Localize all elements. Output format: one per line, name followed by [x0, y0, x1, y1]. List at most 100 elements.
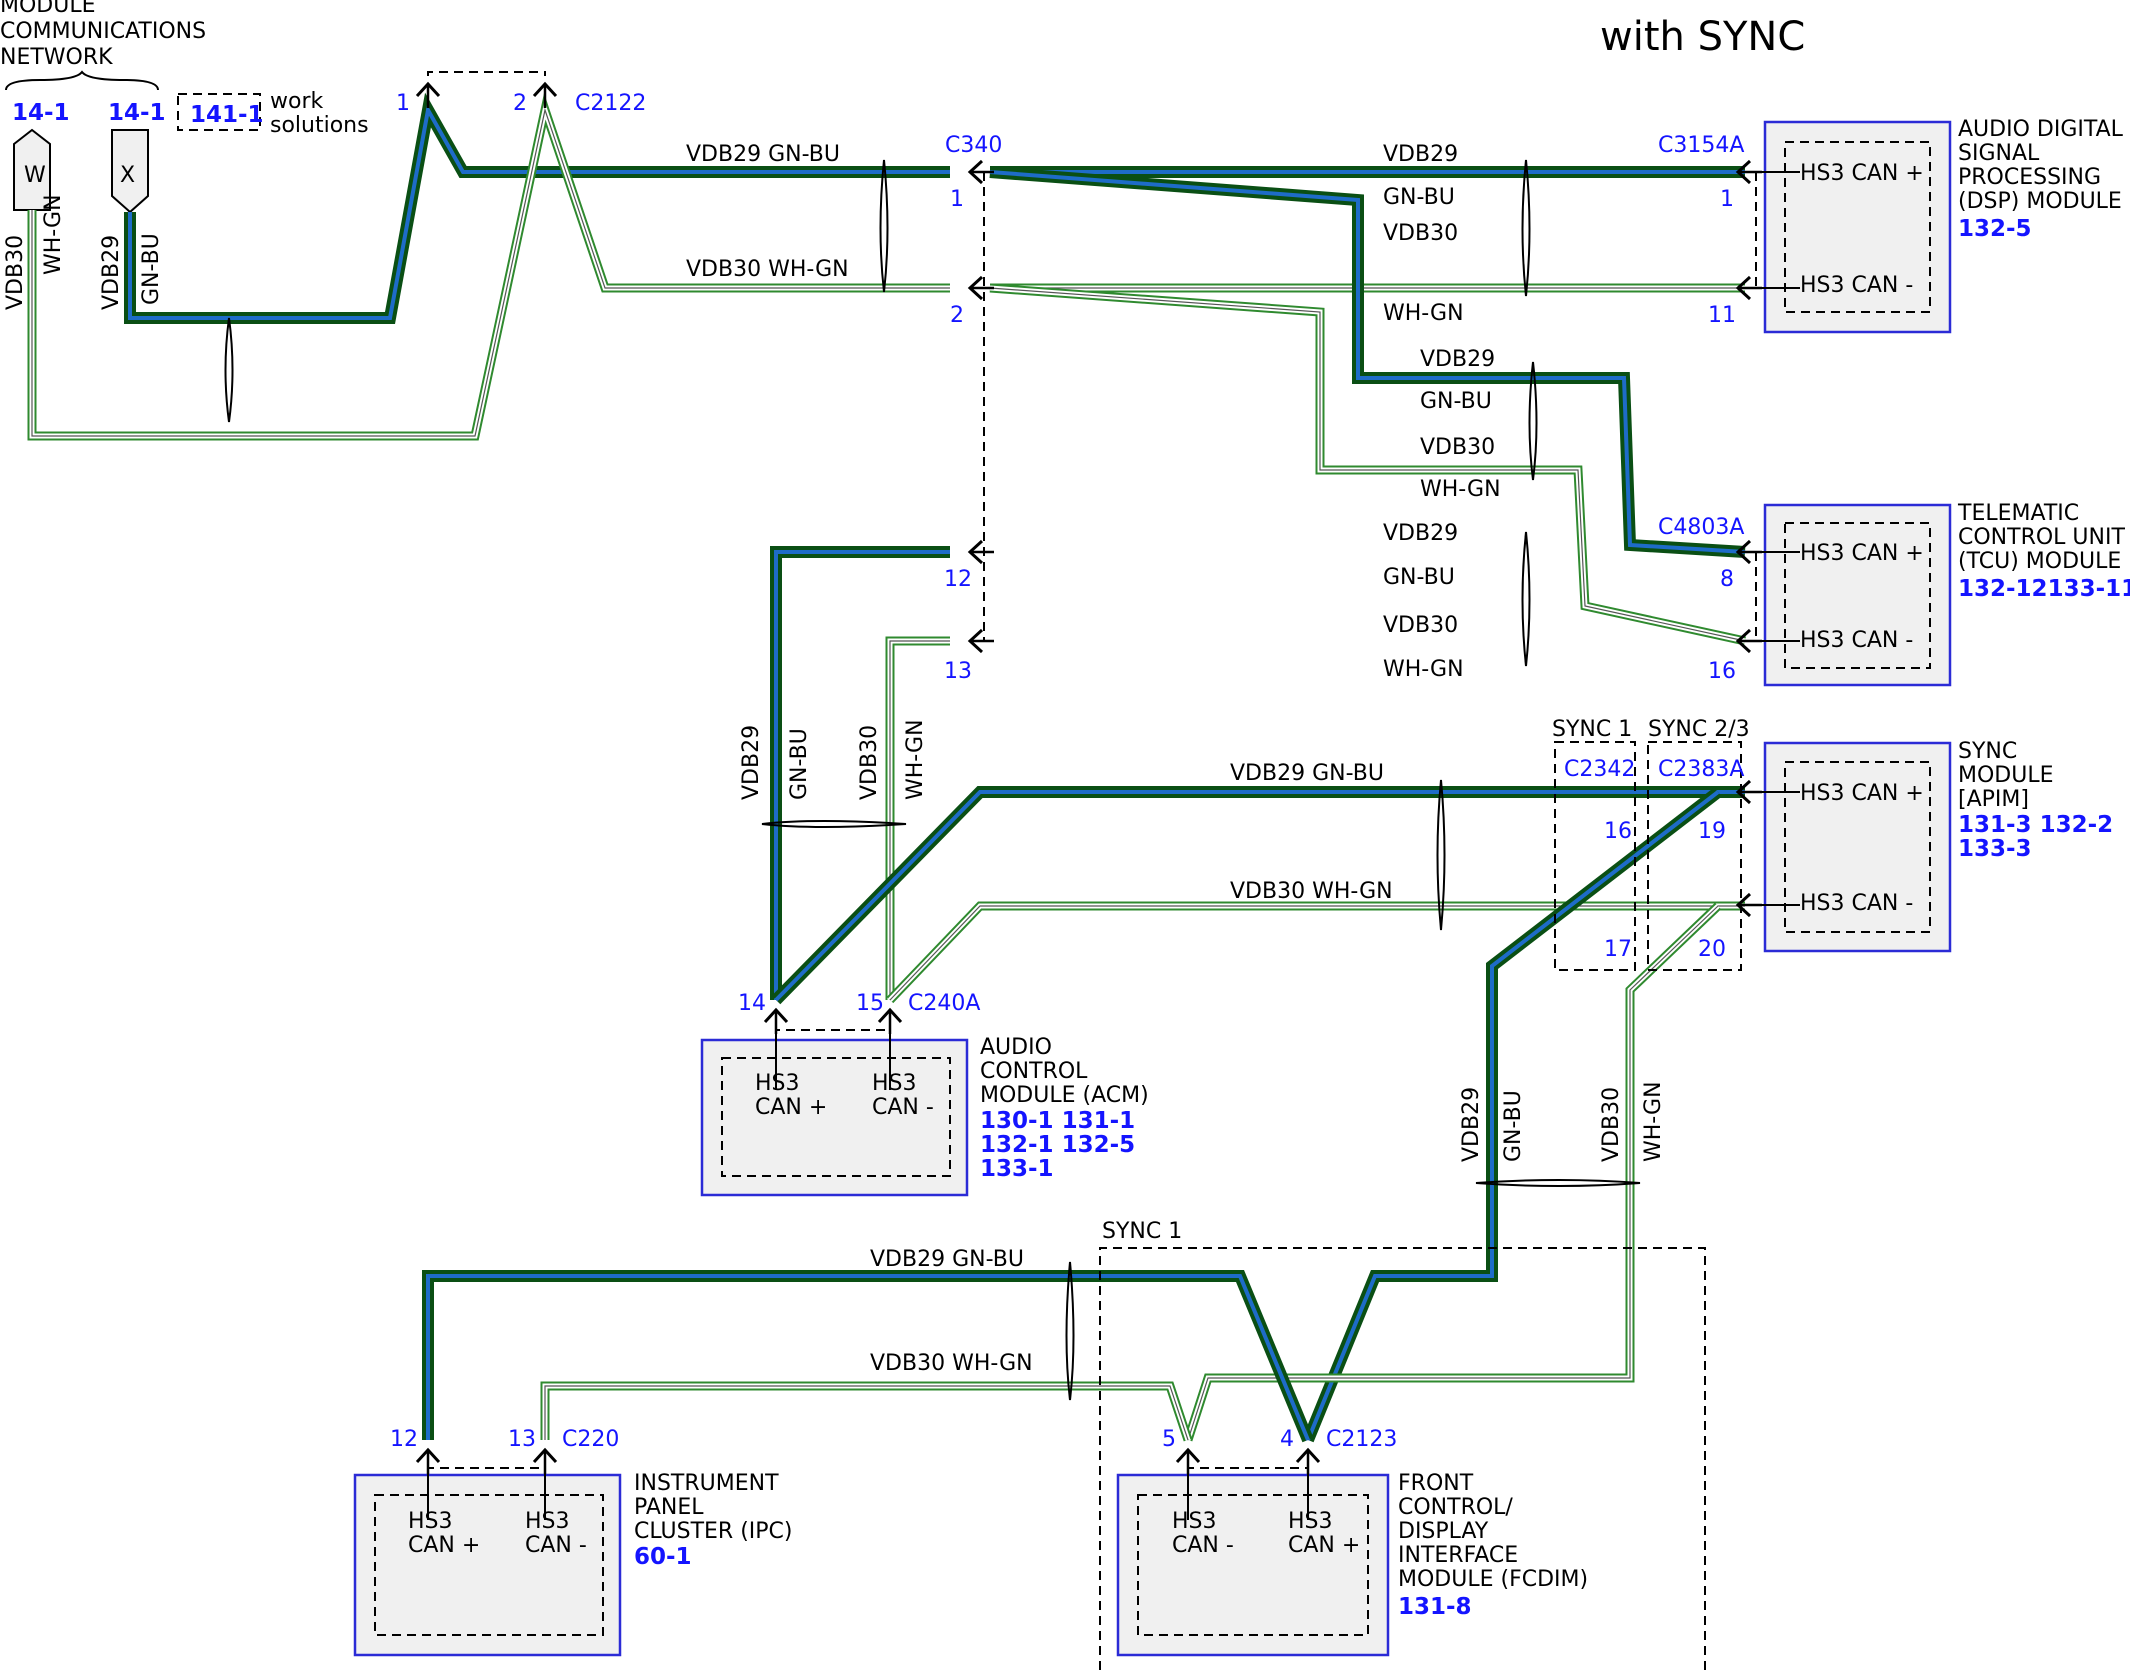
arrow-c340-12 — [967, 539, 994, 565]
wire-label-tcu-vdb29: VDB29 — [1383, 521, 1458, 546]
c4803a-pin-16: 16 — [1708, 659, 1736, 684]
wire-label-fcdim-vdb30: VDB30 — [1599, 1087, 1624, 1162]
ipc-box[interactable] — [353, 1473, 622, 1657]
c220-label[interactable]: C220 — [562, 1427, 619, 1452]
dsp-name-2: SIGNAL — [1958, 141, 2040, 166]
c2383a-label[interactable]: C2383A — [1658, 757, 1744, 782]
wire-labels: VDB29 GN-BU VDB30 WH-GN VDB29 GN-BU VDB3… — [686, 142, 1666, 1376]
wire-label-dsp-gnbu: GN-BU — [1383, 185, 1455, 210]
wire-c340-tcu-gnbu — [989, 166, 1746, 558]
sync1-top-label: SYNC 1 — [1552, 717, 1632, 742]
wire-label-fcdim-vdb29: VDB29 — [1459, 1087, 1484, 1162]
wire-acm-sync-gnbu — [771, 786, 1745, 1005]
dsp-inner-box — [1784, 141, 1931, 313]
connector-labels: C2122 1 2 C340 1 2 12 13 C3154A 1 11 C48… — [390, 91, 1750, 1452]
fcdim-box[interactable] — [1116, 1473, 1390, 1657]
acm-pin-minus-2: CAN - — [872, 1095, 934, 1120]
c2342-pin-16: 16 — [1604, 819, 1632, 844]
fcdim-name-5: MODULE (FCDIM) — [1398, 1567, 1588, 1592]
wire-label-acm-whgn: WH-GN — [903, 719, 928, 800]
wire-splice-w-whgn — [27, 93, 950, 441]
ipc-inner-box — [374, 1494, 604, 1636]
arrow-c2383a-20 — [1735, 892, 1762, 918]
work-solutions-ref[interactable]: 141-1 — [190, 102, 264, 128]
acm-box[interactable] — [700, 1038, 969, 1197]
tcu-box[interactable] — [1763, 503, 1952, 687]
module-fcdim[interactable]: HS3 CAN - HS3 CAN + FRONT CONTROL/ DISPL… — [1116, 1471, 1588, 1657]
c4803a-label[interactable]: C4803A — [1658, 515, 1744, 540]
c220-boundary — [427, 1450, 546, 1469]
acm-ref-1[interactable]: 130-1 131-1 — [980, 1108, 1135, 1134]
wire-label-sync-vdb30: VDB30 WH-GN — [1230, 879, 1393, 904]
wire-label-feed-vdb30: VDB30 — [1420, 435, 1495, 460]
c340-pin-1: 1 — [950, 187, 964, 212]
arrow-c3154a-1 — [1735, 159, 1762, 185]
acm-pin-minus-1: HS3 — [872, 1071, 917, 1096]
sync-inner-box — [1784, 761, 1931, 933]
arrow-c2122-1 — [415, 81, 441, 108]
network-ref-b[interactable]: 14-1 — [108, 100, 166, 126]
sync-name-3: [APIM] — [1958, 787, 2029, 812]
c2122-label[interactable]: C2122 — [575, 91, 646, 116]
wire-fcdim-ipc-gnbu — [422, 1270, 1314, 1443]
dsp-pin-plus: HS3 CAN + — [1800, 161, 1924, 186]
network-ref-a[interactable]: 14-1 — [12, 100, 70, 126]
dsp-box[interactable] — [1763, 120, 1952, 334]
arrow-c340-1 — [967, 159, 994, 185]
c3154a-label[interactable]: C3154A — [1658, 133, 1744, 158]
c2342-pin-17: 17 — [1604, 937, 1632, 962]
dsp-ref-1[interactable]: 132-5 — [1958, 216, 2032, 242]
acm-name-1: AUDIO — [980, 1035, 1052, 1060]
c2122-pin-2: 2 — [513, 91, 527, 116]
arrow-c2383a-19 — [1735, 779, 1762, 805]
c220-pin-12: 12 — [390, 1427, 418, 1452]
network-label-line-2: COMMUNICATIONS — [0, 19, 206, 44]
splice-x-shape — [111, 129, 149, 214]
twist-sync — [1436, 779, 1446, 931]
c2123-label[interactable]: C2123 — [1326, 1427, 1397, 1452]
arrow-c4803a-8 — [1735, 539, 1762, 565]
c240a-label[interactable]: C240A — [908, 991, 980, 1016]
wire-c340-acm-gnbu — [770, 546, 950, 1000]
twist-splice — [224, 317, 234, 423]
splice-w-label: W — [24, 163, 46, 188]
wire-label-c340-vdb30: VDB30 WH-GN — [686, 257, 849, 282]
sync-box[interactable] — [1763, 741, 1952, 953]
sync-ref-1[interactable]: 131-3 132-2 — [1958, 812, 2113, 838]
fcdim-ref-1[interactable]: 131-8 — [1398, 1594, 1472, 1620]
fcdim-pin-plus-1: HS3 — [1288, 1509, 1333, 1534]
arrow-c240a-15 — [877, 1007, 903, 1034]
ipc-name-3: CLUSTER (IPC) — [634, 1519, 793, 1544]
arrow-c4803a-16 — [1735, 628, 1762, 654]
twisted-pair-markers — [224, 159, 1641, 1401]
wire-label-tcu-whgn: WH-GN — [1383, 657, 1464, 682]
module-dsp[interactable]: HS3 CAN + HS3 CAN - AUDIO DIGITAL SIGNAL… — [1763, 117, 2124, 334]
arrow-c340-13 — [967, 628, 994, 654]
sync-ref-2[interactable]: 133-3 — [1958, 836, 2032, 862]
arrow-c240a-14 — [763, 1007, 789, 1034]
sync23-label: SYNC 2/3 — [1648, 717, 1750, 742]
wire-label-feed-gnbu: GN-BU — [1420, 389, 1492, 414]
tcu-ref-1[interactable]: 132-12133-11 — [1958, 576, 2130, 602]
wire-label-fcdim-whgn: WH-GN — [1641, 1081, 1666, 1162]
network-label-line-3: NETWORK — [0, 45, 113, 70]
twist-fcdim-feed — [1475, 1179, 1641, 1187]
splice-w-shape — [13, 128, 51, 211]
wire-label-sync-vdb29: VDB29 GN-BU — [1230, 761, 1384, 786]
module-ipc[interactable]: HS3 CAN + HS3 CAN - INSTRUMENT PANEL CLU… — [353, 1471, 793, 1657]
c340-label[interactable]: C340 — [945, 133, 1002, 158]
work-solutions-label-2: solutions — [270, 113, 369, 138]
fcdim-name-2: CONTROL/ — [1398, 1495, 1513, 1520]
module-tcu[interactable]: HS3 CAN + HS3 CAN - TELEMATIC CONTROL UN… — [1763, 501, 2130, 687]
wire-label-dsp-vdb29: VDB29 — [1383, 142, 1458, 167]
acm-ref-3[interactable]: 133-1 — [980, 1156, 1054, 1182]
module-sync[interactable]: HS3 CAN + HS3 CAN - SYNC MODULE [APIM] 1… — [1763, 739, 2113, 953]
connector-boundaries — [427, 71, 1757, 1670]
acm-ref-2[interactable]: 132-1 132-5 — [980, 1132, 1135, 1158]
ipc-ref-1[interactable]: 60-1 — [634, 1544, 692, 1570]
fcdim-pin-plus-2: CAN + — [1288, 1533, 1360, 1558]
c2342-label[interactable]: C2342 — [1564, 757, 1635, 782]
tcu-name-1: TELEMATIC — [1957, 501, 2079, 526]
module-acm[interactable]: HS3 CAN + HS3 CAN - AUDIO CONTROL MODULE… — [700, 1035, 1149, 1197]
wire-fcdim-ipc-whgn — [540, 1381, 1193, 1442]
